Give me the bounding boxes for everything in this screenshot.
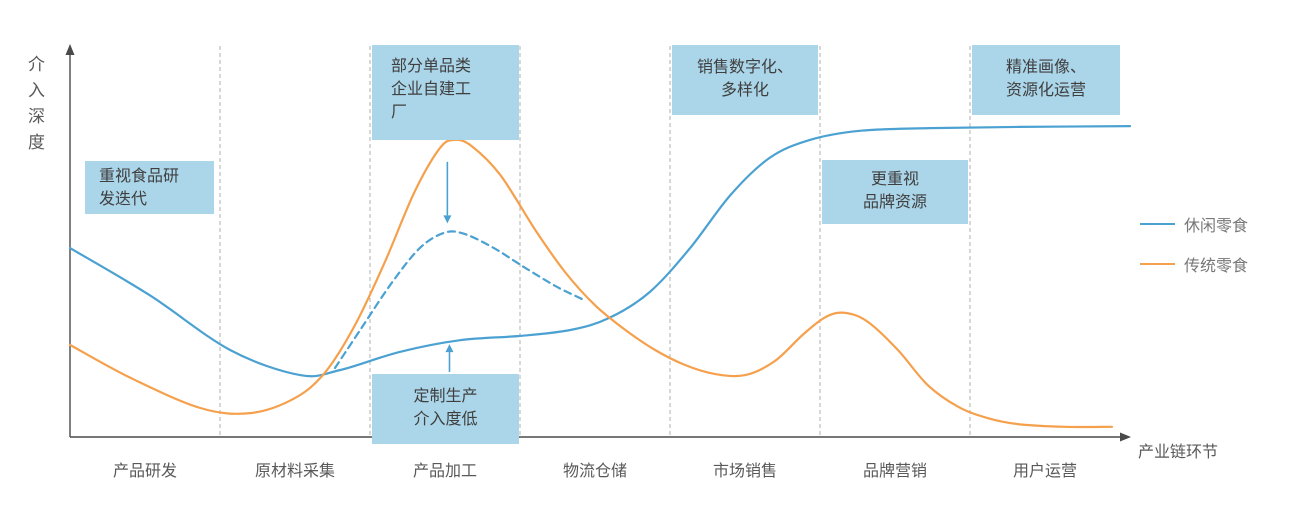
annotation-custom-production-low: 定制生产 介入度低	[372, 374, 519, 444]
y-axis-label: 介入深度	[28, 55, 46, 152]
x-tick-raw-materials: 原材料采集	[254, 463, 336, 480]
annotation-rnd-focus: 重视食品研 发迭代	[85, 161, 214, 214]
annotation-self-built-factory: 部分单品类 企业自建工 厂	[372, 45, 519, 140]
x-tick-user-operations: 用户运营	[1012, 463, 1078, 480]
x-tick-processing: 产品加工	[412, 463, 478, 480]
x-axis-arrowhead	[1120, 432, 1131, 442]
legend-item-traditional-snacks: 传统零食	[1140, 244, 1248, 284]
x-tick-brand-marketing: 品牌营销	[862, 463, 928, 480]
annotation-sales-digitization: 销售数字化、 多样化	[672, 45, 818, 115]
annotation-arrowhead	[445, 344, 454, 353]
line-casual-snacks	[68, 125, 1132, 378]
legend-item-casual-snacks: 休闲零食	[1140, 204, 1248, 244]
x-tick-product-rnd: 产品研发	[112, 463, 178, 480]
line-custom-production-dashed	[333, 230, 584, 370]
legend: 休闲零食 传统零食	[1140, 204, 1248, 284]
x-tick-market-sales: 市场销售	[712, 463, 778, 480]
y-axis-arrowhead	[65, 44, 75, 55]
legend-label-casual-snacks: 休闲零食	[1184, 218, 1249, 235]
x-tick-logistics: 物流仓储	[562, 463, 628, 480]
annotation-precise-profiling: 精准画像、 资源化运营	[972, 45, 1120, 115]
x-axis-label: 产业链环节	[1138, 444, 1219, 461]
line-traditional-snacks	[68, 138, 1114, 429]
annotation-arrowhead	[443, 215, 452, 224]
legend-label-traditional-snacks: 传统零食	[1184, 258, 1249, 275]
legend-line-swatch-blue	[1140, 223, 1175, 225]
legend-line-swatch-orange	[1140, 263, 1175, 265]
annotation-brand-resources: 更重视 品牌资源	[822, 160, 968, 224]
